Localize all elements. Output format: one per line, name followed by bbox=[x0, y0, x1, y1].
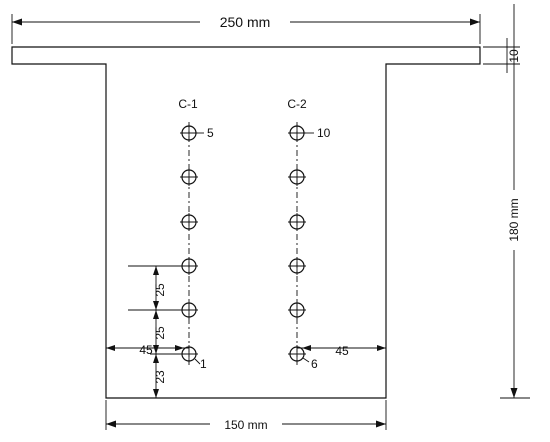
right-edge-dimension: 45 bbox=[297, 344, 386, 358]
bottom-edge-label: 23 bbox=[153, 370, 167, 384]
bolt-hole bbox=[180, 257, 198, 275]
web-width-dimension: 150 mm bbox=[105, 400, 387, 432]
bolt-hole bbox=[180, 124, 198, 142]
bolt-hole bbox=[180, 301, 198, 319]
flange-thickness-dimension: 10 bbox=[483, 38, 521, 73]
bolt-hole bbox=[288, 301, 306, 319]
right-edge-label: 45 bbox=[335, 344, 349, 358]
column-c2: C-2 10 bbox=[287, 97, 330, 371]
total-height-dimension: 180 mm bbox=[500, 4, 530, 399]
column-c1: C-1 5 bbox=[178, 97, 214, 371]
bolt-hole bbox=[180, 213, 198, 231]
vertical-spacing-dimensions: 25 25 23 bbox=[128, 265, 182, 398]
flange-width-label: 250 mm bbox=[220, 14, 271, 30]
bolt-hole bbox=[288, 257, 306, 275]
column-c1-label: C-1 bbox=[178, 97, 198, 111]
left-edge-label: 45 bbox=[139, 343, 153, 357]
hole-number-1: 1 bbox=[200, 357, 207, 371]
column-c2-label: C-2 bbox=[287, 97, 307, 111]
web-width-label: 150 mm bbox=[224, 418, 267, 432]
total-height-label: 180 mm bbox=[507, 198, 521, 241]
bolt-hole bbox=[288, 168, 306, 186]
bolt-hole bbox=[288, 124, 306, 142]
bolt-hole bbox=[180, 168, 198, 186]
flange-width-dimension: 250 mm bbox=[11, 14, 481, 44]
t-section-outline bbox=[11, 46, 481, 399]
hole-number-6: 6 bbox=[311, 357, 318, 371]
spacing-25-label: 25 bbox=[153, 326, 167, 340]
hole-number-5: 5 bbox=[207, 126, 214, 140]
bolt-hole bbox=[288, 213, 306, 231]
left-edge-dimension: 45 bbox=[106, 343, 189, 357]
spacing-25-label: 25 bbox=[153, 283, 167, 297]
hole-number-10: 10 bbox=[317, 126, 331, 140]
